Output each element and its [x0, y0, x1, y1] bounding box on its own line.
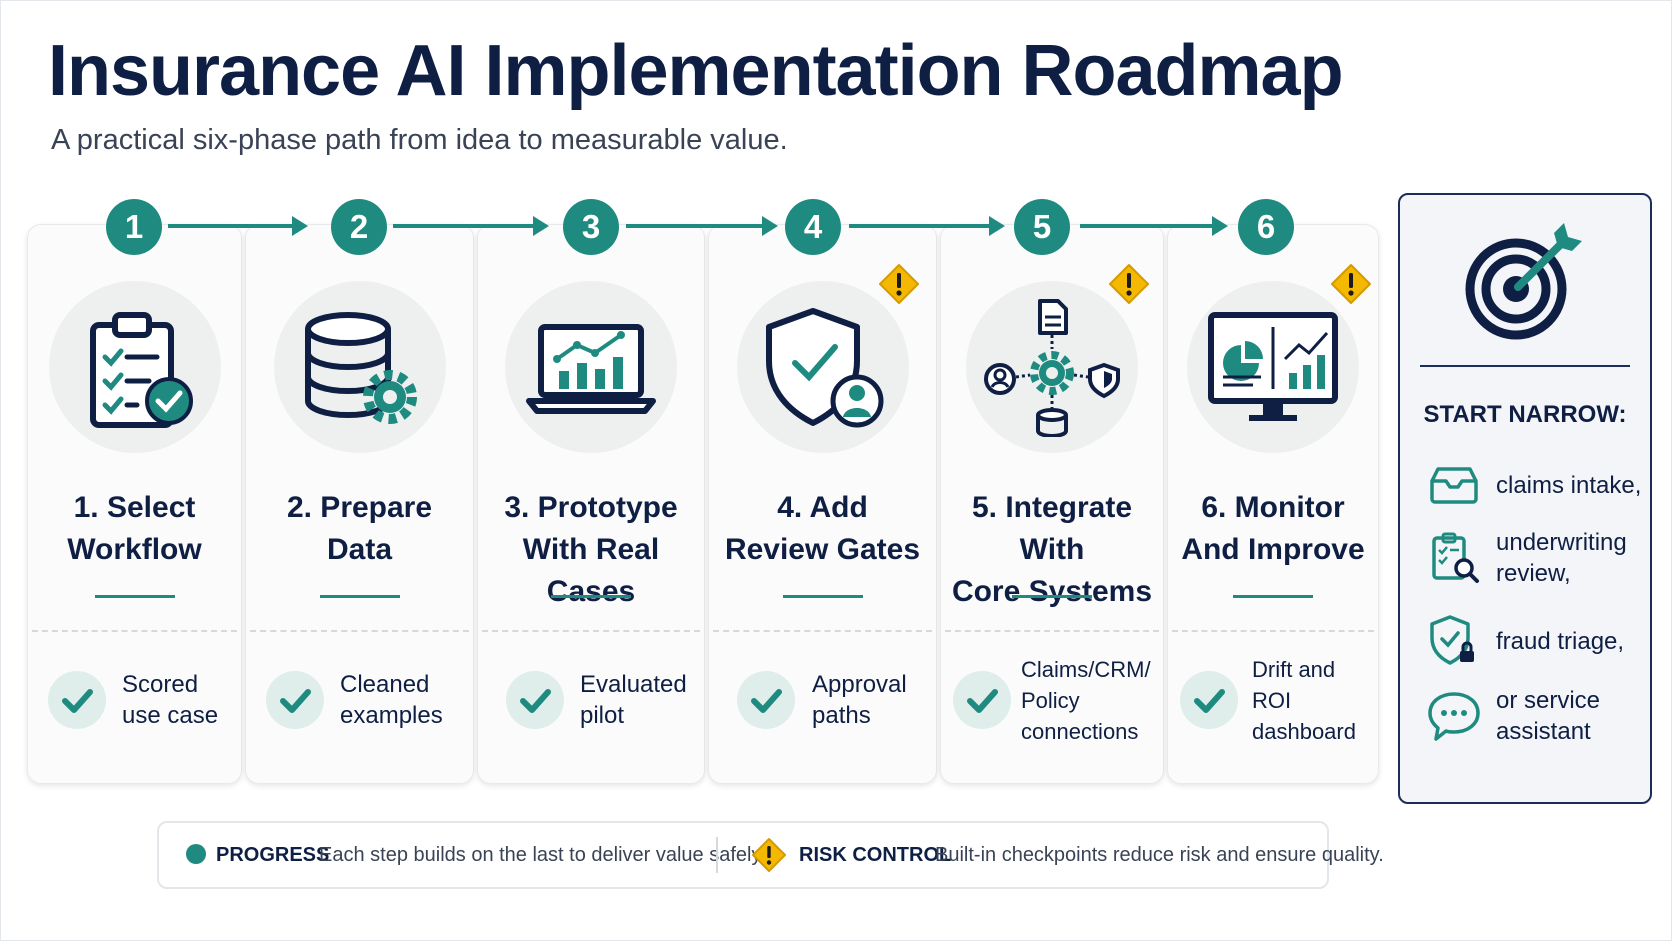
step-number-6: 6 — [1238, 199, 1294, 255]
step-arrow — [626, 216, 778, 236]
step-arrow — [1080, 216, 1228, 236]
step-number-4: 4 — [785, 199, 841, 255]
title-underline — [319, 595, 400, 598]
title-underline — [94, 595, 175, 598]
page-title: Insurance AI Implementation Roadmap — [48, 31, 1344, 111]
step-arrow — [393, 216, 549, 236]
step-number-3: 3 — [563, 199, 619, 255]
legend-progress-label: PROGRESS — [216, 843, 330, 866]
warning-icon — [1330, 263, 1372, 305]
legend-risk-label: RISK CONTROL — [799, 843, 952, 866]
title-underline — [551, 595, 631, 598]
progress-dot-icon — [186, 844, 206, 864]
title-underline — [1233, 595, 1313, 598]
use-case-item: claims intake, — [1426, 457, 1646, 513]
start-narrow-heading: START NARROW: — [1423, 401, 1627, 428]
shield-lock-icon — [1426, 613, 1482, 669]
dashed-divider — [482, 630, 700, 632]
check-icon — [48, 671, 106, 729]
database-gear-icon — [290, 297, 430, 437]
use-case-label: claims intake, — [1496, 471, 1642, 499]
step-arrow — [849, 216, 1005, 236]
laptop-chart-icon — [521, 297, 661, 437]
dashed-divider — [945, 630, 1159, 632]
page-subtitle: A practical six-phase path from idea to … — [51, 124, 788, 156]
chat-bubble-icon — [1426, 688, 1482, 744]
title-underline — [1012, 595, 1092, 598]
dashed-divider — [32, 630, 237, 632]
step-number-1: 1 — [106, 199, 162, 255]
inbox-tray-icon — [1426, 457, 1482, 513]
legend-bar: PROGRESS Each step builds on the last to… — [157, 821, 1384, 889]
legend-progress-text: Each step builds on the last to deliver … — [319, 843, 766, 866]
warning-icon — [1108, 263, 1150, 305]
dashed-divider — [250, 630, 469, 632]
step-number-2: 2 — [331, 199, 387, 255]
legend-separator — [716, 837, 718, 873]
integration-hub-icon — [982, 297, 1122, 437]
shield-user-icon — [753, 297, 893, 437]
dashed-divider — [713, 630, 932, 632]
warning-icon — [751, 837, 787, 873]
target-arrow-icon — [1462, 223, 1582, 343]
check-icon — [1180, 671, 1238, 729]
check-icon — [266, 671, 324, 729]
clipboard-check-icon — [65, 297, 205, 437]
clipboard-search-icon — [1426, 530, 1482, 586]
check-icon — [506, 671, 564, 729]
dashed-divider — [1172, 630, 1374, 632]
use-case-label: fraud triage, — [1496, 627, 1625, 655]
check-icon — [953, 671, 1011, 729]
check-icon — [737, 671, 795, 729]
panel-divider — [1420, 365, 1630, 367]
step-arrow — [168, 216, 308, 236]
warning-icon — [878, 263, 920, 305]
step-number-5: 5 — [1014, 199, 1070, 255]
legend-risk-text: Built-in checkpoints reduce risk and ens… — [935, 843, 1384, 866]
monitor-dashboard-icon — [1203, 297, 1343, 437]
use-case-item: fraud triage, — [1426, 613, 1646, 669]
start-narrow-panel: START NARROW: claims intake, underwritin… — [1398, 193, 1652, 804]
title-underline — [782, 595, 863, 598]
